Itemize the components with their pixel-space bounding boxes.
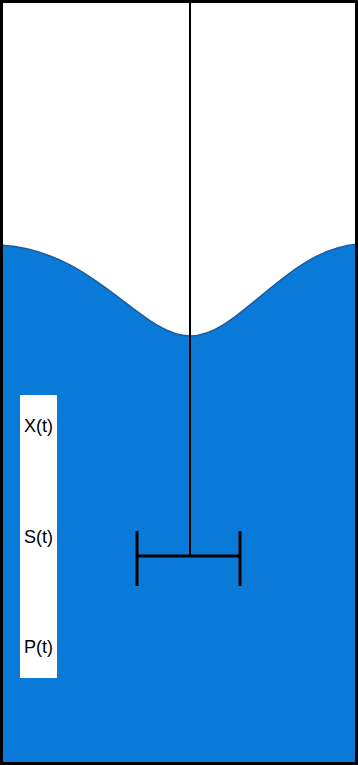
state-variable: S(t) bbox=[24, 528, 53, 548]
impeller-blade bbox=[137, 555, 240, 558]
state-variable: P(t) bbox=[24, 638, 53, 658]
stirrer-shaft bbox=[189, 0, 191, 556]
state-variable: X(t) bbox=[24, 417, 53, 437]
impeller-tip bbox=[239, 531, 242, 586]
variable-panel: X(t) S(t) P(t) bbox=[20, 395, 57, 678]
impeller-tip bbox=[136, 531, 139, 586]
liquid-volume bbox=[0, 244, 358, 765]
